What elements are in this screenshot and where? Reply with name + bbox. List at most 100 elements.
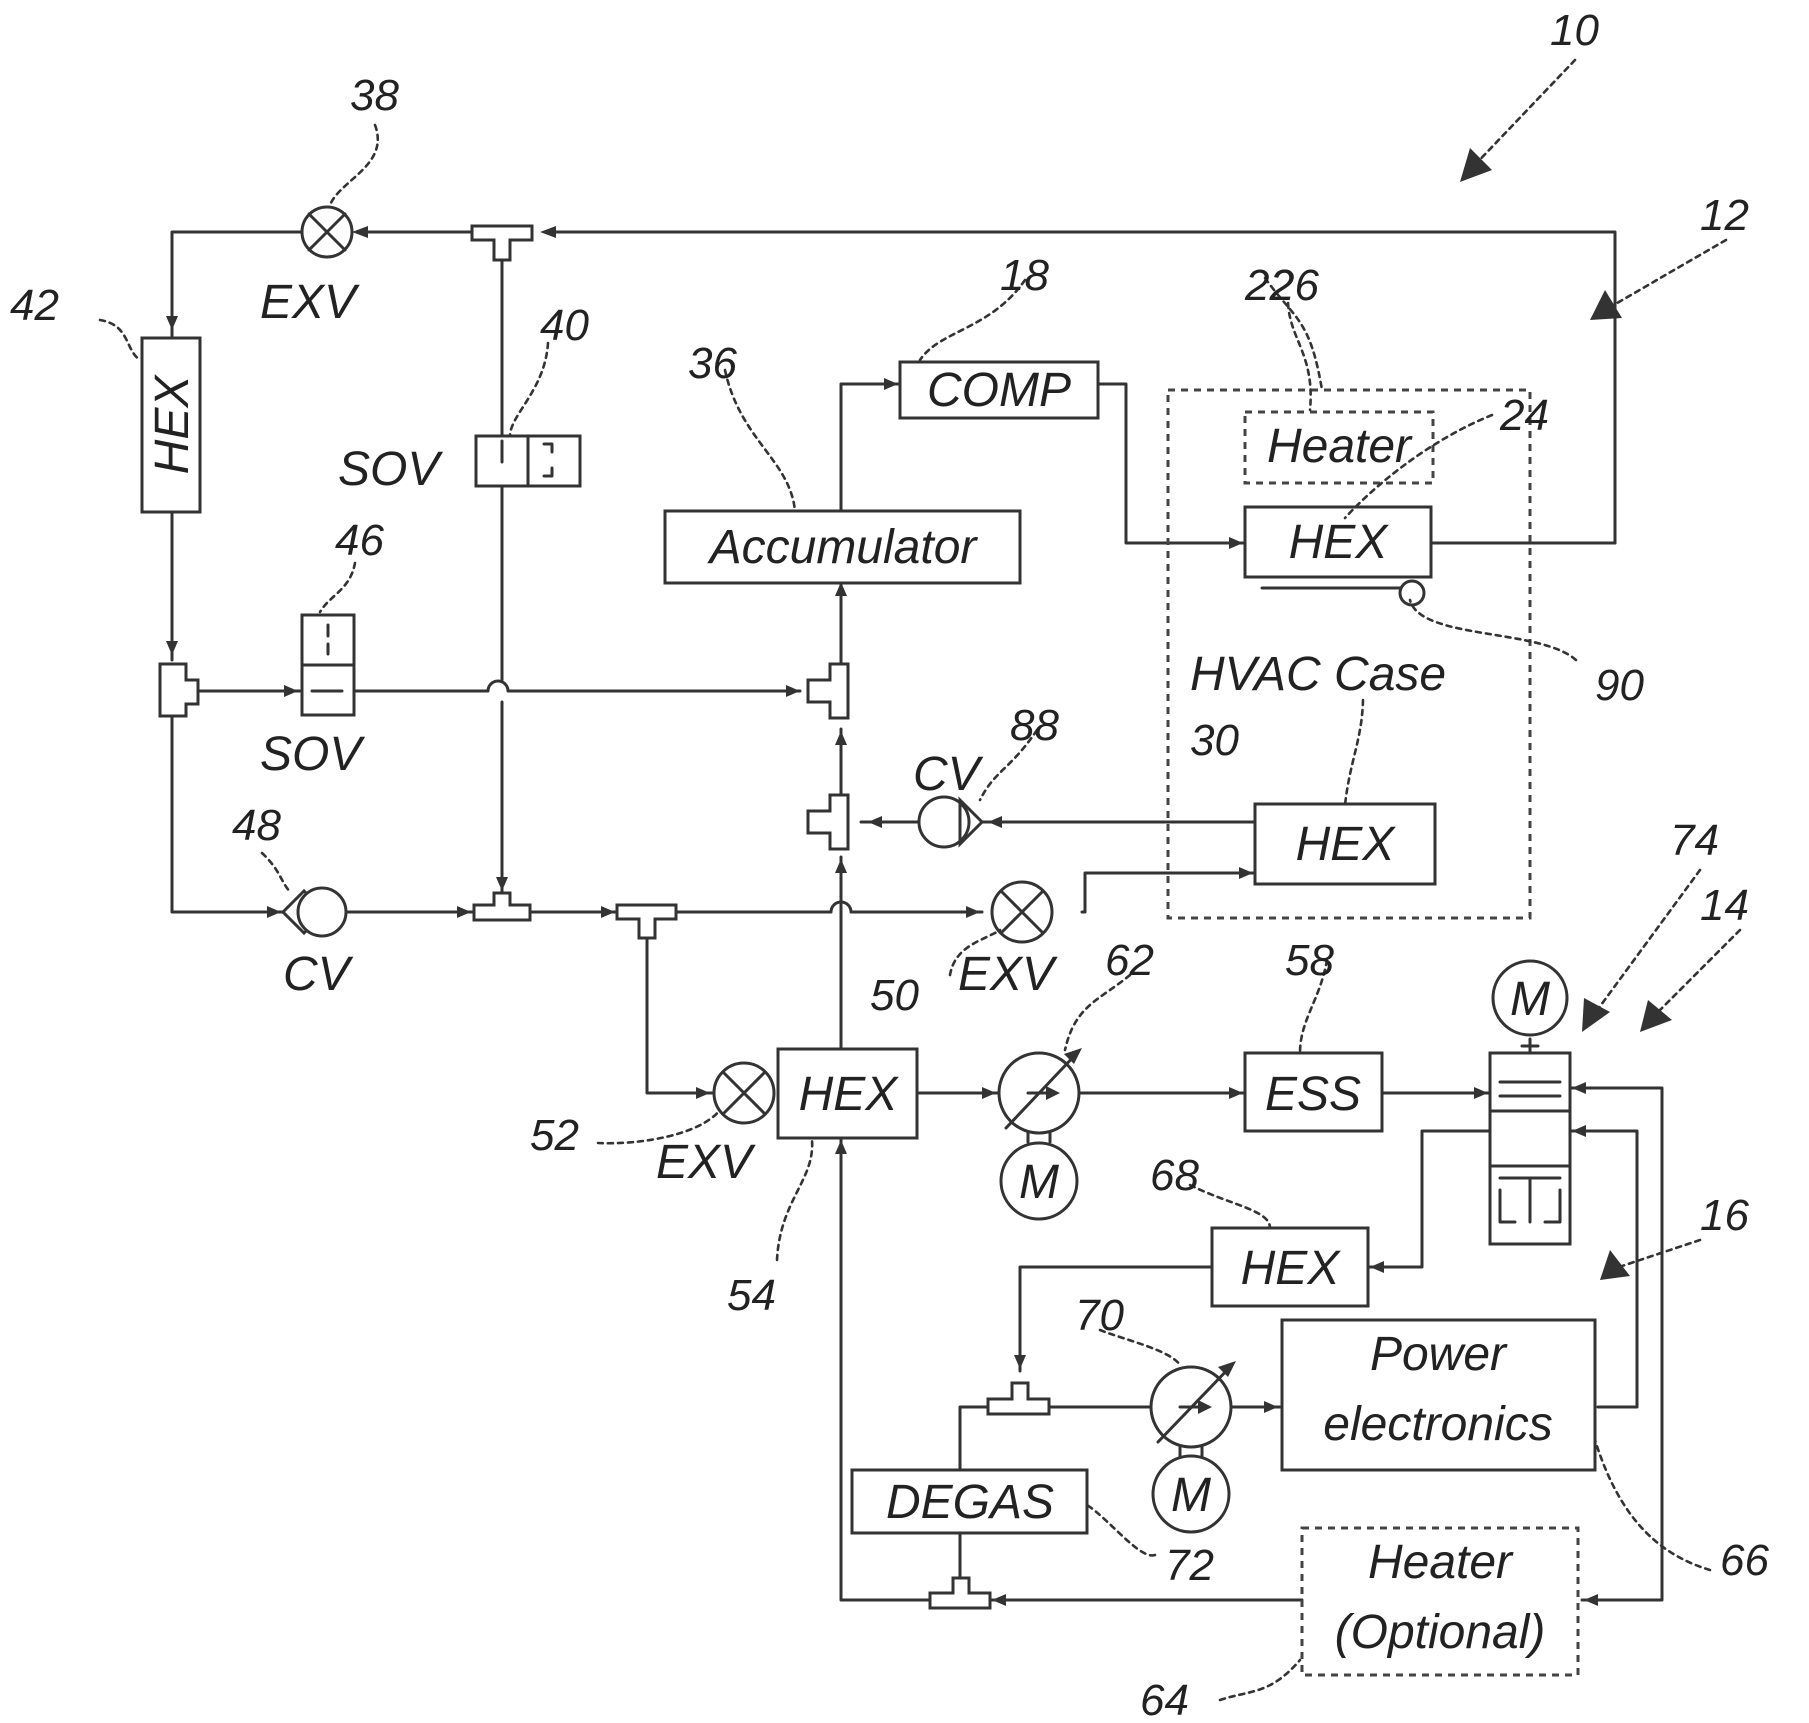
ref-42: 42 [10,281,59,330]
hvac-case-label: HVAC Case [1190,648,1446,701]
ref-18: 18 [1000,251,1049,300]
pump-62: M [997,1048,1082,1221]
sensor-90 [1260,579,1426,607]
heat-exchanger-54: HEX [776,1047,919,1140]
expansion-valve-52 [712,1061,776,1125]
ref-90: 90 [1595,661,1644,710]
hex54-label: HEX [799,1068,900,1121]
ref-16: 16 [1700,1191,1749,1240]
expansion-valve-50 [990,880,1054,944]
shutoff-valve-46 [300,613,356,717]
tee-fittings [158,224,1051,1610]
tee-left [158,662,200,718]
ref-22: 22 [1244,261,1294,310]
ess-label: ESS [1265,1068,1361,1121]
exv52-label: EXV [656,1136,756,1189]
ref-10: 10 [1550,6,1599,55]
arrow-74 [1582,998,1610,1032]
ref-72: 72 [1165,1541,1214,1590]
motor-62 [999,1141,1079,1221]
accumulator-36: Accumulator [663,509,1022,585]
exv38-label: EXV [260,276,360,329]
ref-52: 52 [530,1111,579,1160]
power-label-2: electronics [1323,1398,1552,1451]
heater64-label-1: Heater [1368,1536,1514,1589]
heater26-label: Heater [1267,420,1413,473]
heat-exchanger-68: HEX [1210,1226,1370,1308]
hvac-case-22 [1166,388,1532,920]
ref-62: 62 [1105,936,1154,985]
arrow-16 [1600,1250,1630,1280]
compressor-18: COMP [898,360,1100,420]
tee-coolant-lower [928,1576,992,1610]
accumulator-label: Accumulator [707,521,979,574]
arrow-14 [1640,1000,1672,1032]
valve-74: M [1488,959,1572,1246]
ref-30: 30 [1190,716,1239,765]
motor-70 [1151,1454,1231,1534]
pump-70: M [1149,1361,1236,1534]
refrigerant-piping [170,230,1617,1095]
power-electronics-66: Power electronics [1280,1318,1597,1472]
ref-74: 74 [1670,816,1719,865]
hex42-label: HEX [146,374,199,475]
coolant-piping [839,1086,1664,1602]
hex30-label: HEX [1296,818,1397,871]
tee-coolant-upper [986,1381,1051,1416]
expansion-valve-38 [300,205,354,259]
heater-26: Heater [1243,410,1435,485]
check-valve-88 [917,795,985,849]
ref-26: 26 [1269,261,1319,310]
ref-24: 24 [1499,391,1549,440]
tee-cv88 [806,793,850,851]
arrow-10 [1460,148,1492,182]
cv48-label: CV [283,948,354,1001]
heat-exchanger-30: HEX [1253,802,1437,886]
ref-50: 50 [870,971,919,1020]
ref-64: 64 [1140,1676,1189,1723]
ref-46: 46 [335,516,384,565]
motor70-label: M [1171,1469,1211,1522]
check-valve-48 [280,886,348,938]
component-labels: EXV SOV SOV CV CV EXV EXV [260,276,1058,1189]
arrow-12 [1590,290,1622,320]
hex68-label: HEX [1241,1242,1342,1295]
tee-top [470,224,534,262]
ref-12: 12 [1700,191,1749,240]
ref-38: 38 [350,71,399,120]
degas-label: DEGAS [886,1476,1054,1529]
ref-36: 36 [688,339,737,388]
ref-14: 14 [1700,881,1749,930]
comp-label: COMP [927,364,1071,417]
energy-storage-58: ESS [1243,1051,1384,1133]
cv88-label: CV [913,748,984,801]
heater64-label-2: (Optional) [1335,1606,1546,1659]
ref-70: 70 [1075,1291,1124,1340]
motor-74 [1491,959,1569,1037]
tee-accumulator-inlet [806,662,850,720]
ref-54: 54 [727,1271,776,1320]
sov46-label: SOV [260,728,365,781]
leader-lines [98,123,1712,1702]
degas-bottle-72: DEGAS [850,1468,1089,1535]
motor74-label: M [1510,973,1550,1026]
heater-optional-64: Heater (Optional) [1300,1526,1580,1677]
exv50-label: EXV [958,948,1058,1001]
tee-bottom-left [472,891,532,922]
ref-40: 40 [540,301,589,350]
power-label-1: Power [1370,1328,1508,1381]
hex24-label: HEX [1289,516,1390,569]
ref-66: 66 [1720,1536,1769,1585]
flow-arrows [166,226,1598,1606]
ref-68: 68 [1150,1151,1199,1200]
heat-exchanger-24: HEX [1243,505,1433,579]
sov40-label: SOV [338,443,443,496]
system-indicator-arrows [1460,58,1742,1280]
ref-88: 88 [1010,701,1059,750]
ref-48: 48 [232,801,281,850]
ref-58: 58 [1285,936,1334,985]
tee-bottom-right [615,903,678,940]
reference-numerals: 10 12 14 16 18 22 24 26 30 36 38 40 42 4… [10,6,1769,1723]
heat-exchanger-42: HEX [140,336,202,514]
